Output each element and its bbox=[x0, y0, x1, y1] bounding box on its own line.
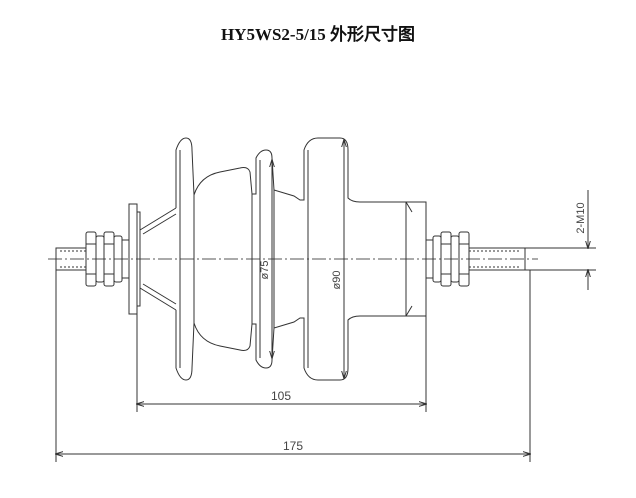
drawing-title: HY5WS2-5/15 外形尺寸图 bbox=[220, 25, 416, 44]
right-stud bbox=[468, 247, 526, 271]
label-105: 105 bbox=[271, 389, 291, 403]
left-cone bbox=[139, 207, 177, 311]
left-stud bbox=[55, 247, 87, 271]
label-dia75: ø75 bbox=[259, 261, 271, 280]
right-nut-assembly bbox=[425, 231, 470, 287]
left-flange bbox=[128, 203, 141, 315]
label-2-m10: 2-M10 bbox=[575, 202, 587, 233]
label-175: 175 bbox=[283, 439, 303, 453]
left-nut-assembly bbox=[85, 231, 130, 287]
label-dia90: ø90 bbox=[331, 271, 343, 290]
